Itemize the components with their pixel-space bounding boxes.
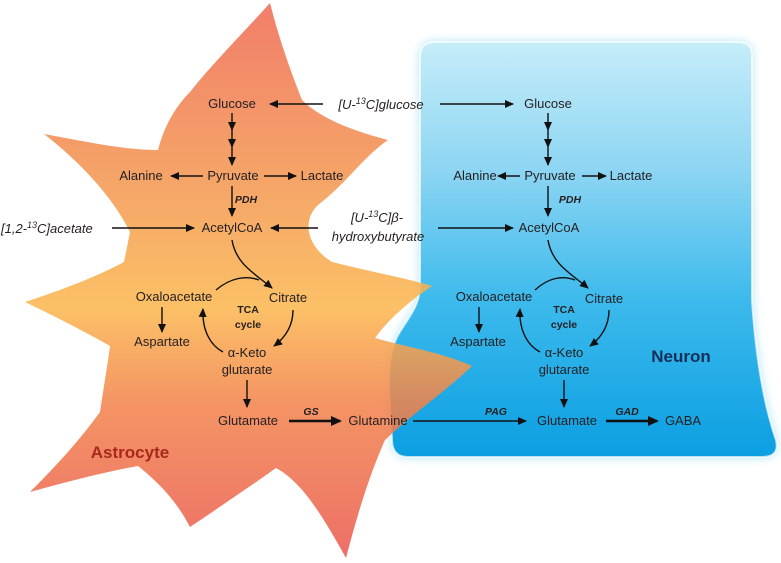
neuron-acetylcoa: AcetylCoA xyxy=(519,220,580,235)
tracer-glucose-superscript: 13 xyxy=(356,96,366,106)
tracer-glucose-suffix: C]glucose xyxy=(366,97,424,112)
neuron-pdh-enzyme: PDH xyxy=(559,194,582,206)
neuron-cell xyxy=(388,41,778,458)
neuron-gaba: GABA xyxy=(665,413,701,428)
astrocyte-glucose: Glucose xyxy=(208,96,256,111)
arrow-neuron-oxaloacetate-join xyxy=(534,277,576,291)
tracer-acetate-label: [1,2-13C]acetate xyxy=(0,220,93,236)
astrocyte-body xyxy=(25,3,472,558)
tracer-hydroxybutyrate-superscript: 13 xyxy=(368,209,378,219)
neuron-pag-enzyme: PAG xyxy=(485,406,507,418)
astrocyte-tca-label-line2: cycle xyxy=(235,319,261,331)
arrow-astrocyte-alpha-ketoglutarate-to-oxaloacetate xyxy=(198,308,224,353)
neuron-alanine: Alanine xyxy=(453,168,496,183)
astrocyte-gs-enzyme: GS xyxy=(303,406,318,418)
tracer-hydroxybutyrate-label-line2: hydroxybutyrate xyxy=(332,229,425,244)
tracer-acetate-superscript: 13 xyxy=(27,220,37,230)
astrocyte-glutamine: Glutamine xyxy=(348,413,407,428)
astrocyte-alpha-ketoglutarate-line2: glutarate xyxy=(222,362,273,377)
astrocyte-lactate: Lactate xyxy=(301,168,344,183)
neuron-pyruvate: Pyruvate xyxy=(524,168,575,183)
astrocyte-alanine: Alanine xyxy=(119,168,162,183)
tracer-hydroxybutyrate-suffix: C]β- xyxy=(378,210,403,225)
neuron-glutamate: Glutamate xyxy=(537,413,597,428)
astrocyte-labels: Glucose Alanine Pyruvate Lactate PDH Ace… xyxy=(91,96,408,462)
astrocyte-cell-label: Astrocyte xyxy=(91,443,169,462)
astrocyte-citrate: Citrate xyxy=(269,290,307,305)
astrocyte-pdh-enzyme: PDH xyxy=(235,194,258,206)
arrow-neuron-acetylcoa-to-citrate xyxy=(547,239,589,289)
neuron-alpha-ketoglutarate-line1: α-Keto xyxy=(545,345,584,360)
tracer-acetate-prefix: [1,2- xyxy=(0,221,28,236)
neuron-gad-enzyme: GAD xyxy=(615,406,639,418)
arrow-astrocyte-citrate-to-alpha-ketoglutarate xyxy=(273,309,294,347)
astrocyte-glutamate: Glutamate xyxy=(218,413,278,428)
neuron-glucose: Glucose xyxy=(524,96,572,111)
astrocyte-alpha-ketoglutarate-line1: α-Keto xyxy=(228,345,267,360)
tracer-hydroxybutyrate-prefix: [U- xyxy=(350,210,369,225)
neuron-tca-label-line2: cycle xyxy=(551,319,577,331)
neuron-tca-label-line1: TCA xyxy=(553,304,575,316)
tracer-glucose-label: [U-13C]glucose xyxy=(337,96,423,112)
arrow-astrocyte-acetylcoa-to-citrate xyxy=(231,239,273,289)
neuron-alpha-ketoglutarate-line2: glutarate xyxy=(539,362,590,377)
tracer-glucose-prefix: [U- xyxy=(337,97,356,112)
astrocyte-oxaloacetate: Oxaloacetate xyxy=(136,289,213,304)
astrocyte-tca-label-line1: TCA xyxy=(237,304,259,316)
neuron-cell-label: Neuron xyxy=(651,347,711,366)
arrow-neuron-citrate-to-alpha-ketoglutarate xyxy=(589,309,610,347)
astrocyte-pyruvate: Pyruvate xyxy=(207,168,258,183)
arrow-astrocyte-oxaloacetate-join xyxy=(215,277,260,291)
neuron-citrate: Citrate xyxy=(585,291,623,306)
neuron-aspartate: Aspartate xyxy=(450,334,506,349)
neuron-oxaloacetate: Oxaloacetate xyxy=(456,289,533,304)
neuron-lactate: Lactate xyxy=(610,168,653,183)
tracer-acetate-suffix: C]acetate xyxy=(37,221,93,236)
tracer-hydroxybutyrate-label-line1: [U-13C]β- xyxy=(350,209,404,225)
astrocyte-aspartate: Aspartate xyxy=(134,334,190,349)
neuron-labels: Glucose Alanine Pyruvate Lactate PDH Ace… xyxy=(450,96,711,428)
arrows xyxy=(112,100,659,426)
arrow-neuron-alpha-ketoglutarate-to-oxaloacetate xyxy=(515,308,541,353)
astrocyte-acetylcoa: AcetylCoA xyxy=(202,220,263,235)
neuron-body xyxy=(388,41,778,458)
